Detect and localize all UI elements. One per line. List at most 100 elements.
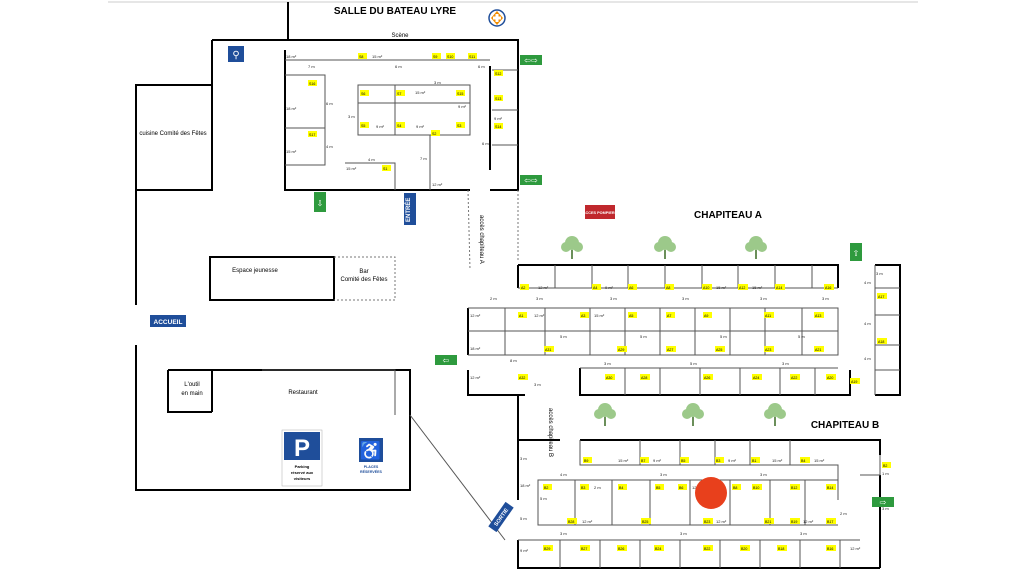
salle-measures: 18 m² 15 m² 7 m 6 m 6 m 3 m 18 m² 15 m² … — [286, 54, 503, 187]
svg-text:B24: B24 — [655, 547, 661, 551]
chapiteau-a-title: CHAPITEAU A — [694, 210, 762, 221]
svg-text:3 m: 3 m — [760, 472, 767, 477]
chapiteau-a-stands: A2 A4 A6 A8 A10 A12 A14 A16 A1 A3 A5 A7 … — [518, 284, 887, 384]
svg-text:18 m²: 18 m² — [286, 54, 297, 59]
stand-B18: B18 — [777, 545, 787, 551]
tree-icon — [682, 403, 704, 426]
svg-text:S7: S7 — [397, 92, 401, 96]
svg-text:18 m²: 18 m² — [520, 483, 531, 488]
svg-text:12 m²: 12 m² — [432, 182, 443, 187]
first-aid-logo-icon — [488, 9, 506, 27]
svg-text:3 m: 3 m — [680, 531, 687, 536]
parking-icon: P Parking réservé aux visiteurs — [281, 429, 323, 487]
svg-text:A25: A25 — [716, 348, 722, 352]
svg-text:B17: B17 — [827, 520, 833, 524]
svg-text:3 m: 3 m — [434, 80, 441, 85]
svg-text:♿: ♿ — [360, 440, 382, 461]
stand-B7: B7 — [640, 457, 649, 463]
svg-text:S4: S4 — [397, 124, 401, 128]
stand-A22: A22 — [790, 374, 800, 380]
svg-text:5 m: 5 m — [560, 334, 567, 339]
svg-text:15 m²: 15 m² — [286, 149, 297, 154]
svg-text:9 m²: 9 m² — [520, 548, 529, 553]
emergency-exit-icon: ⇦⇨ — [520, 55, 542, 65]
scene-label: Scène — [391, 33, 409, 39]
svg-text:3 m: 3 m — [534, 382, 541, 387]
svg-text:⇧: ⇧ — [853, 249, 860, 258]
stand-A19: A19 — [850, 378, 860, 384]
stand-B10: B10 — [752, 484, 762, 490]
svg-text:S13: S13 — [495, 97, 501, 101]
svg-text:A9: A9 — [704, 314, 708, 318]
chapiteau-a-measures: 12 m² 9 m² 15 m² 15 m² 3 m 3 m 3 m 3 m 3… — [470, 271, 883, 387]
svg-text:A12: A12 — [739, 286, 745, 290]
stand-S2: S2 — [431, 130, 440, 136]
stand-B1: B1 — [751, 457, 760, 463]
svg-text:S17: S17 — [309, 133, 315, 137]
stand-B4b: B4 — [800, 457, 810, 463]
stand-A31: A31 — [544, 346, 554, 352]
emergency-exit-icon: ⇩ — [314, 192, 326, 212]
svg-text:S11: S11 — [469, 55, 475, 59]
svg-text:⇦⇨: ⇦⇨ — [524, 56, 538, 65]
salle-stands: S8 S9 S10 S11 S12 S13 S14 S1 S2 S3 S4 S5… — [308, 53, 503, 171]
stand-A28: A28 — [640, 374, 650, 380]
svg-text:7 m: 7 m — [308, 64, 315, 69]
tree-icon — [764, 403, 786, 426]
bar-label-1: Bar — [359, 269, 368, 275]
stand-A23: A23 — [764, 346, 774, 352]
svg-text:4 m: 4 m — [864, 356, 871, 361]
stand-A18: A18 — [877, 338, 887, 344]
svg-text:15 m²: 15 m² — [752, 285, 763, 290]
stand-A2: A2 — [520, 284, 529, 290]
svg-text:B23: B23 — [704, 520, 710, 524]
svg-text:3 m: 3 m — [536, 296, 543, 301]
stand-S4: S4 — [396, 122, 405, 128]
sortie-sign: SORTIE — [488, 501, 514, 533]
restaurant-label: Restaurant — [288, 390, 318, 396]
svg-text:B2: B2 — [883, 464, 887, 468]
chapiteau-b-title: CHAPITEAU B — [811, 420, 879, 431]
svg-text:15 m²: 15 m² — [716, 285, 727, 290]
chapiteau-b: CHAPITEAU B — [409, 395, 881, 569]
stand-S6: S6 — [360, 90, 369, 96]
stand-A1: A1 — [518, 312, 527, 318]
svg-text:B3: B3 — [716, 459, 720, 463]
svg-text:RÉSERVÉES: RÉSERVÉES — [360, 469, 383, 474]
svg-text:S3: S3 — [457, 124, 461, 128]
stand-B2: B2 — [543, 484, 552, 490]
svg-text:9 m²: 9 m² — [494, 116, 503, 121]
svg-text:3 m: 3 m — [348, 114, 355, 119]
svg-text:visiteurs: visiteurs — [294, 476, 311, 481]
stand-A30: A30 — [605, 374, 615, 380]
stand-A20: A20 — [826, 374, 836, 380]
svg-text:B14: B14 — [827, 486, 833, 490]
svg-text:A29: A29 — [618, 348, 624, 352]
stand-A27: A27 — [666, 346, 676, 352]
svg-text:ENTRÉE: ENTRÉE — [404, 198, 412, 222]
stand-B5r2: B5 — [655, 484, 664, 490]
svg-text:A19: A19 — [851, 380, 857, 384]
svg-text:B28: B28 — [568, 520, 574, 524]
accueil-sign: ACCUEIL — [136, 310, 192, 340]
svg-text:15 m²: 15 m² — [594, 313, 605, 318]
emergency-exit-icon: ⇦ — [435, 355, 457, 365]
svg-text:A8: A8 — [666, 286, 670, 290]
emergency-exit-icon: ⇧ — [850, 243, 862, 261]
svg-text:B16: B16 — [827, 547, 833, 551]
svg-text:9 m²: 9 m² — [728, 458, 737, 463]
svg-text:7 m: 7 m — [420, 156, 427, 161]
svg-text:6 m: 6 m — [478, 64, 485, 69]
svg-text:S5: S5 — [361, 124, 365, 128]
svg-text:1 m: 1 m — [882, 471, 889, 476]
stand-B21: B21 — [764, 518, 774, 524]
svg-text:5 m: 5 m — [640, 334, 647, 339]
svg-text:B1: B1 — [752, 459, 756, 463]
svg-text:12 m²: 12 m² — [534, 313, 545, 318]
cuisine-label: cuisine Comité des Fêtes — [139, 131, 206, 137]
svg-text:4 m: 4 m — [326, 144, 333, 149]
emergency-exit-icon: ⇨ — [872, 497, 894, 507]
svg-text:15 m²: 15 m² — [415, 90, 426, 95]
svg-text:4 m: 4 m — [864, 321, 871, 326]
